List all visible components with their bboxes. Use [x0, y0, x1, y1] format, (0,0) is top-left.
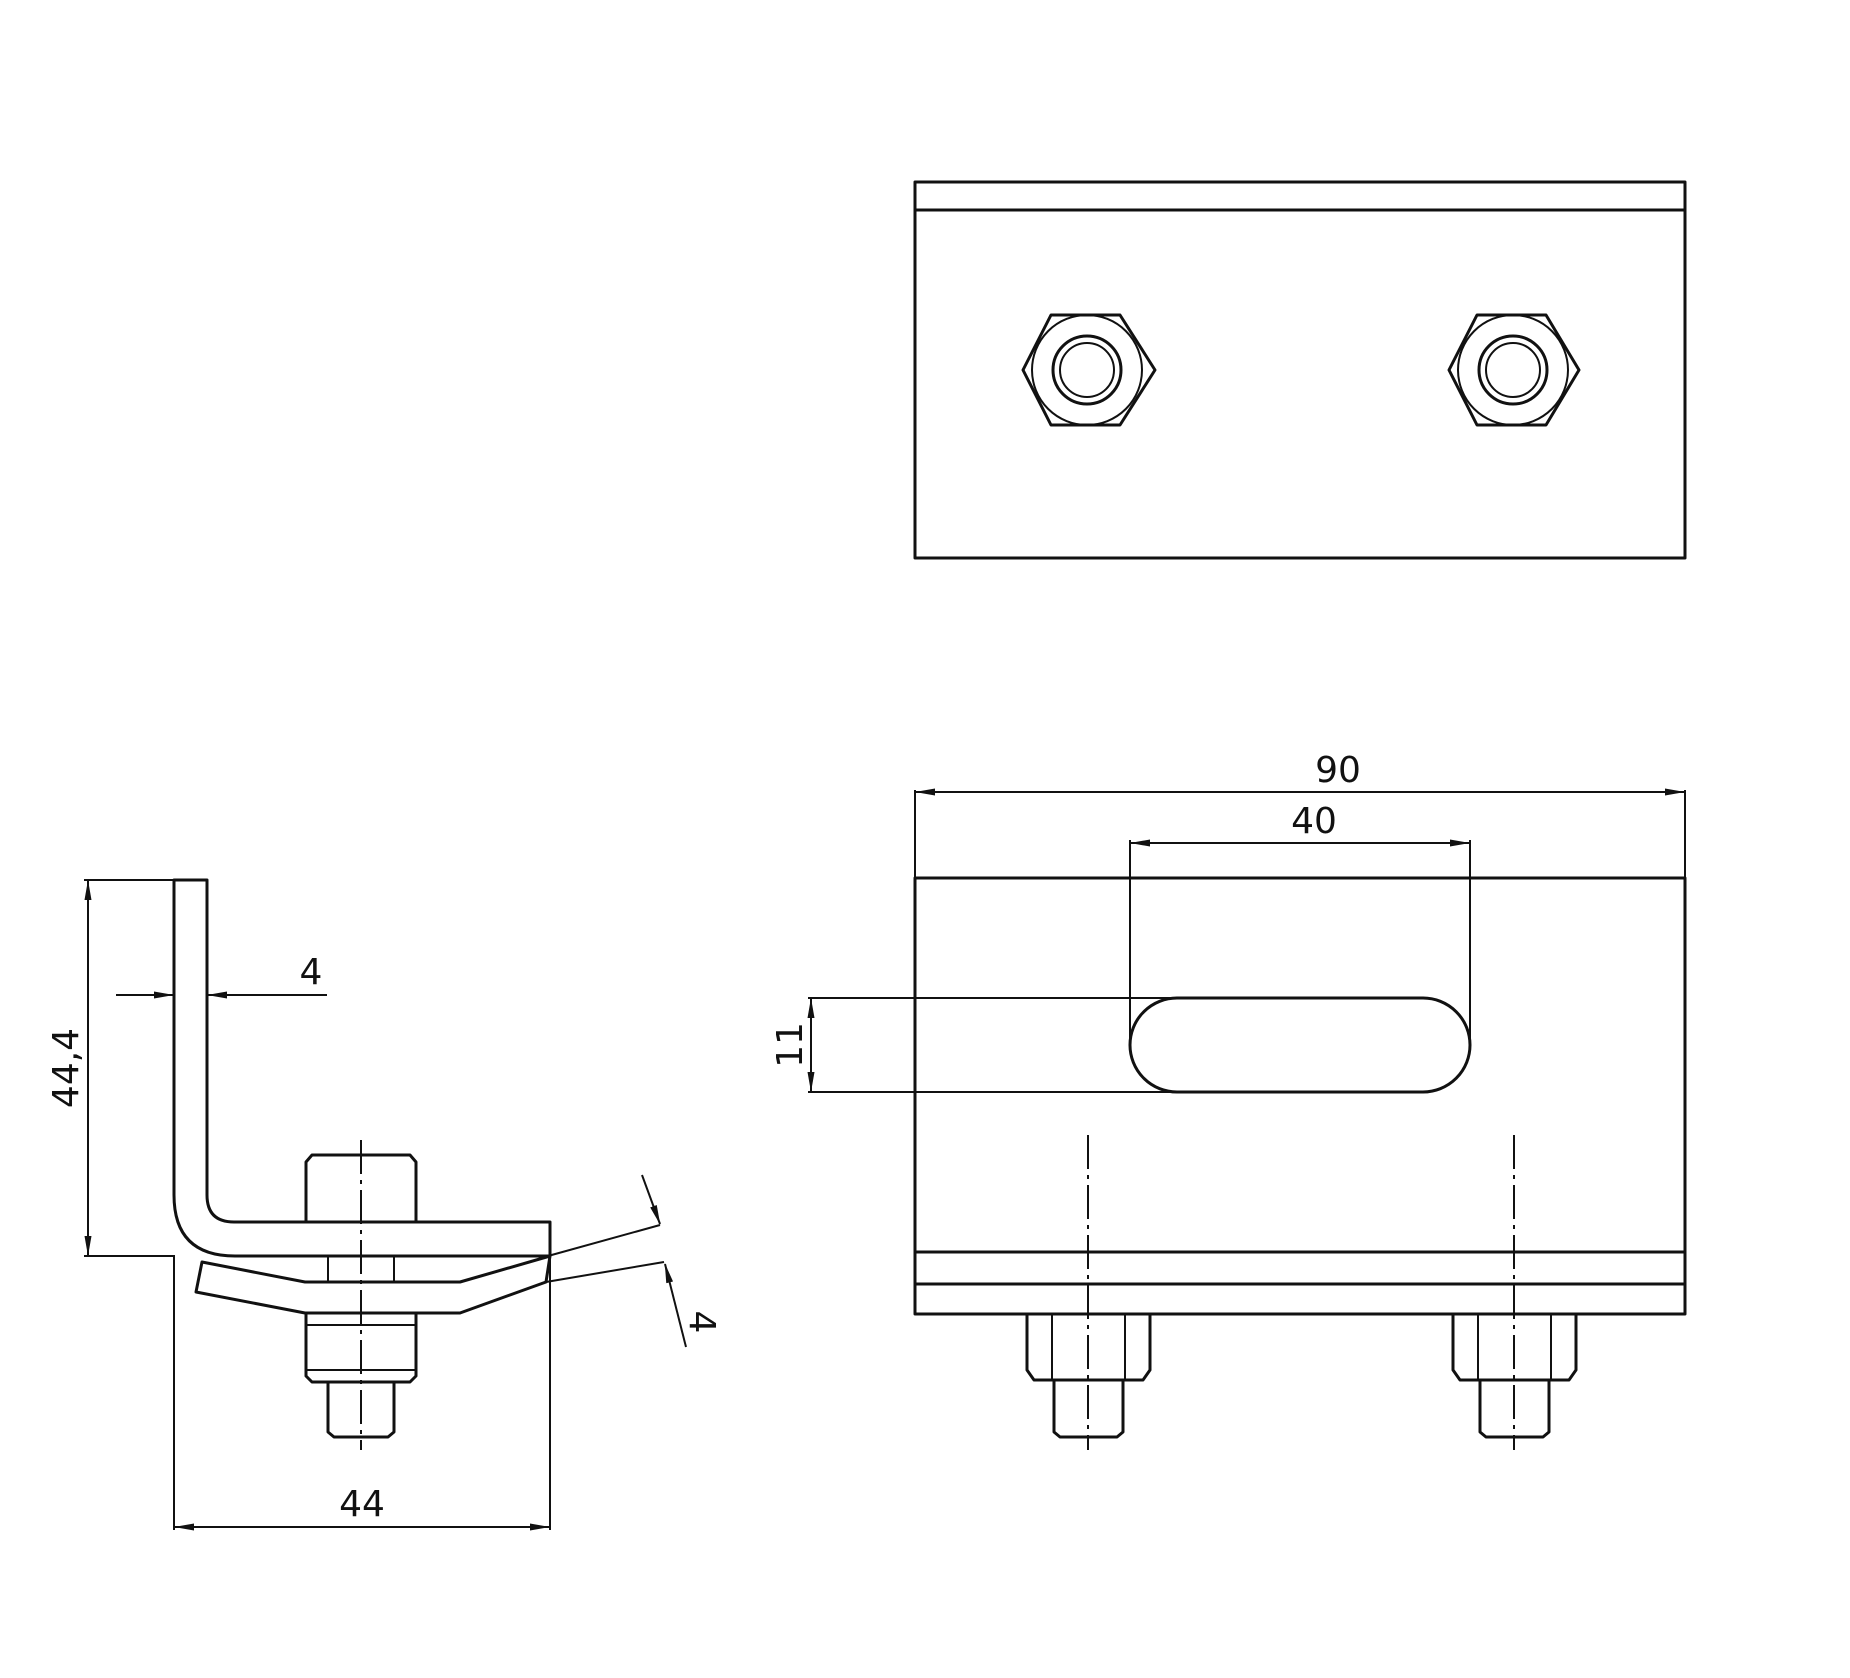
top-view-hex-nut-left — [1021, 313, 1157, 427]
dim-height: 44,4 — [46, 879, 175, 1257]
dim-base-width: 44 — [173, 1256, 551, 1531]
l-bracket — [172, 878, 552, 1258]
dim-slot-width: 11 — [770, 997, 1177, 1093]
dim-slot-length: 40 — [1129, 801, 1471, 1045]
side-view: 44,4 4 44 4 — [46, 878, 722, 1531]
dim-text-4-washer: 4 — [681, 1311, 722, 1334]
dim-text-90: 90 — [1315, 750, 1361, 791]
side-view-bolt — [304, 1140, 418, 1450]
top-view-hex-nut-right — [1447, 313, 1581, 427]
front-view-bolt-left — [1025, 1135, 1152, 1450]
dim-washer-thickness: 4 — [545, 1174, 722, 1348]
dim-total-width: 90 — [914, 750, 1686, 878]
dim-text-44-4: 44,4 — [46, 1028, 87, 1108]
slot — [1128, 996, 1472, 1094]
front-view-bolt-right — [1451, 1135, 1578, 1450]
dim-text-4-thickness: 4 — [300, 952, 323, 993]
front-view: 90 40 11 — [770, 750, 1687, 1450]
dim-text-11: 11 — [770, 1022, 811, 1068]
clamp-washer — [194, 1254, 552, 1315]
dim-text-44: 44 — [339, 1484, 385, 1525]
dim-thickness: 4 — [116, 952, 327, 999]
side-view-nut — [304, 1311, 418, 1439]
top-view-plate — [913, 180, 1687, 560]
dim-text-40: 40 — [1291, 801, 1337, 842]
front-view-plate — [913, 876, 1687, 1316]
top-view — [913, 180, 1687, 560]
